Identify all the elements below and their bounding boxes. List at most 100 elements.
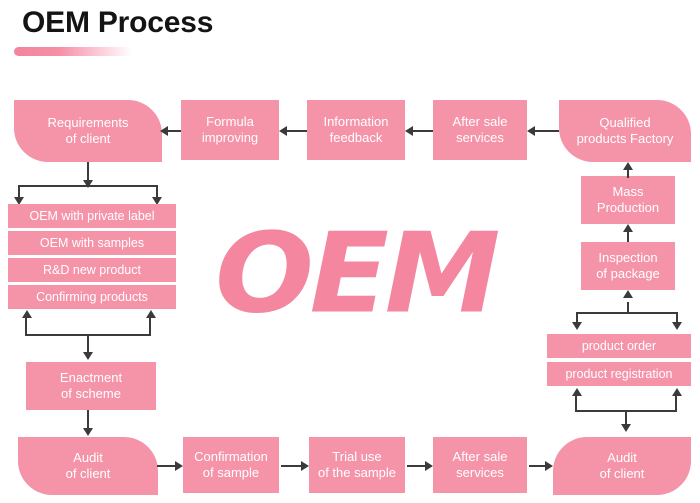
edge-line	[149, 318, 151, 336]
edge-line	[157, 465, 175, 467]
node-product-order[interactable]: product order	[547, 334, 691, 358]
node-label: product order	[581, 339, 657, 353]
node-rd-new-product[interactable]: R&D new product	[8, 258, 176, 282]
edge-arrowhead	[83, 428, 93, 436]
node-label-line2: improving	[201, 130, 259, 145]
edge-line	[283, 130, 307, 132]
edge-arrowhead	[160, 126, 168, 136]
node-oem-with-private-label[interactable]: OEM with private label	[8, 204, 176, 228]
node-oem-with-samples[interactable]: OEM with samples	[8, 231, 176, 255]
node-label-line1: Audit	[607, 450, 637, 465]
node-label: OEM with samples	[39, 236, 145, 250]
node-label-line2: of the sample	[317, 465, 397, 480]
edge-line	[18, 185, 20, 200]
node-label-line1: Audit	[73, 450, 103, 465]
edge-arrowhead	[301, 461, 309, 471]
node-label-line1: Enactment	[59, 370, 123, 385]
title-underline-rule	[14, 47, 132, 56]
edge-line	[625, 410, 627, 426]
edge-arrowhead	[83, 352, 93, 360]
node-confirming-products[interactable]: Confirming products	[8, 285, 176, 309]
edge-line	[156, 185, 158, 200]
edge-line	[531, 130, 559, 132]
edge-arrowhead	[527, 126, 535, 136]
edge-line	[87, 334, 89, 356]
edge-line	[87, 410, 89, 432]
edge-arrowhead	[623, 224, 633, 232]
node-label: Confirming products	[36, 290, 148, 304]
edge-line	[575, 396, 577, 412]
edge-bracket	[18, 185, 158, 187]
edge-line	[675, 396, 677, 412]
node-label-line2: of client	[65, 466, 111, 481]
edge-arrowhead	[572, 388, 582, 396]
edge-line	[627, 302, 629, 314]
node-label-line1: Information	[323, 114, 389, 129]
node-label-line1: Inspection	[598, 250, 658, 265]
node-label-line2: products Factory	[576, 131, 674, 146]
edge-line	[407, 465, 425, 467]
edge-line	[676, 312, 678, 324]
edge-line	[627, 170, 629, 178]
edge-line	[409, 130, 433, 132]
oem-watermark: OEM	[215, 208, 501, 338]
node-label: product registration	[565, 367, 673, 381]
node-label-line1: Qualified	[599, 115, 651, 130]
edge-arrowhead	[146, 310, 156, 318]
edge-line	[163, 130, 181, 132]
edge-arrowhead	[425, 461, 433, 471]
node-label-line2: Production	[596, 200, 660, 215]
node-product-registration[interactable]: product registration	[547, 362, 691, 386]
node-label-line2: of client	[65, 131, 111, 146]
edge-arrowhead	[572, 322, 582, 330]
node-label-line2: of sample	[202, 465, 260, 480]
edge-arrowhead	[279, 126, 287, 136]
edge-arrowhead	[405, 126, 413, 136]
edge-arrowhead	[545, 461, 553, 471]
node-label-line1: Trial use	[332, 449, 382, 464]
node-label-line2: of scheme	[61, 386, 121, 401]
edge-arrowhead	[152, 197, 162, 205]
edge-line	[281, 465, 301, 467]
edge-arrowhead	[672, 388, 682, 396]
node-label-line2: of package	[596, 266, 660, 281]
node-label-line1: After sale	[452, 449, 508, 464]
edge-line	[87, 162, 89, 185]
edge-line	[529, 465, 545, 467]
node-label: R&D new product	[43, 263, 141, 277]
edge-arrowhead	[672, 322, 682, 330]
node-label-line2: of client	[599, 466, 645, 481]
node-label-line1: Mass	[612, 184, 644, 199]
edge-arrowhead	[14, 197, 24, 205]
edge-line	[627, 232, 629, 242]
edge-line	[25, 318, 27, 336]
node-label-line2: services	[456, 465, 504, 480]
edge-bracket	[576, 312, 678, 314]
node-label-line1: Requirements	[47, 115, 129, 130]
edge-line	[576, 312, 578, 324]
node-label: OEM with private label	[29, 209, 155, 223]
edge-arrowhead	[621, 424, 631, 432]
node-label-line1: Confirmation	[194, 449, 268, 464]
edge-arrowhead	[623, 162, 633, 170]
node-label-line2: services	[456, 130, 504, 145]
node-label-line1: After sale	[452, 114, 508, 129]
node-label-line2: feedback	[329, 130, 383, 145]
edge-arrowhead	[623, 290, 633, 298]
node-label-line1: Formula	[206, 114, 254, 129]
edge-arrowhead	[175, 461, 183, 471]
